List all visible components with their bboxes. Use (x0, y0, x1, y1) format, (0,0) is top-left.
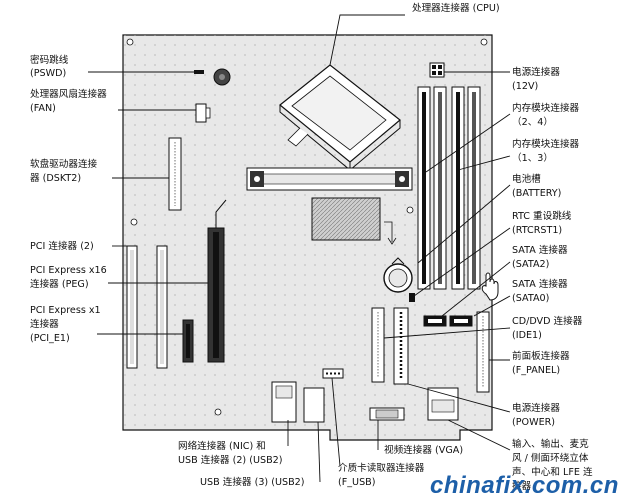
usb3-label: USB 连接器 (3) (USB2) (200, 477, 305, 488)
fusb-label-line1: 介质卡读取器连接器 (338, 463, 425, 474)
pcie-x16-slot (207, 199, 227, 363)
fpanel-label-line1: 前面板连接器 (512, 351, 570, 362)
sata0-label-line1: SATA 连接器 (512, 279, 568, 290)
nic-usb-stack (271, 381, 297, 423)
pcie1-label-line1: PCI Express x1 (30, 305, 101, 316)
cpu-socket (279, 64, 401, 172)
main-power-connector (393, 307, 409, 385)
callout-lines (88, 14, 511, 483)
pswd-label-line2: (PSWD) (30, 68, 67, 79)
pswd-jumper (194, 70, 204, 74)
mem13-label-line2: （1、3） (512, 153, 553, 164)
fan-label-line2: (FAN) (30, 103, 56, 114)
peg-label-line2: 连接器 (PEG) (30, 279, 89, 290)
pswd-label-line1: 密码跳线 (30, 55, 69, 66)
audio-label-line4: 接器 (512, 481, 532, 492)
mem24-label-line2: （2、4） (512, 117, 553, 128)
sata2-label-line2: (SATA2) (512, 259, 550, 270)
front-panel-connector (476, 311, 490, 393)
pci-slots (126, 245, 168, 369)
pcie1-label-line3: (PCI_E1) (30, 333, 70, 344)
cpu-label: 处理器连接器 (CPU) (412, 3, 500, 14)
vga-connector (369, 407, 405, 421)
power-label-line1: 电源连接器 (512, 403, 560, 414)
pcie-x1-slot (182, 319, 194, 363)
rtc-label-line2: (RTCRST1) (512, 225, 563, 236)
audio-label-line3: 声、中心和 LFE 连 (512, 467, 593, 478)
ide-label-line2: (IDE1) (512, 330, 542, 341)
watermark-text: chinafix.com.cn (430, 472, 619, 499)
ide-connector (371, 307, 385, 383)
chipset-heatsink (311, 197, 397, 245)
nic-label-line1: 网络连接器 (NIC) 和 (178, 441, 266, 452)
sata-connectors (423, 315, 473, 327)
dskt-label-line1: 软盘驱动器连接 (30, 159, 98, 170)
fusb-label-line2: (F_USB) (338, 477, 376, 488)
battery-label-line2: (BATTERY) (512, 188, 562, 199)
vga-label: 视频连接器 (VGA) (384, 445, 464, 456)
ide-label-line1: CD/DVD 连接器 (512, 316, 583, 327)
power-label-line2: (POWER) (512, 417, 556, 428)
mem13-label-line1: 内存模块连接器 (512, 139, 580, 150)
buzzer (213, 68, 231, 86)
memory-slots (417, 86, 481, 290)
rtc-jumper (409, 293, 415, 302)
fpanel-label-line2: (F_PANEL) (512, 365, 561, 376)
cpu-retention-bracket (246, 167, 413, 191)
fan-connector (195, 103, 211, 123)
sata0-label-line2: (SATA0) (512, 293, 550, 304)
usb-stack (303, 387, 325, 423)
audio-connectors (427, 387, 459, 421)
fan-label-line1: 处理器风扇连接器 (30, 89, 107, 100)
floppy-connector (168, 137, 182, 211)
dskt-label-line2: 器 (DSKT2) (30, 173, 82, 184)
power12-label-line1: 电源连接器 (512, 67, 560, 78)
battery-label-line1: 电池槽 (512, 174, 541, 185)
touch-point-icon (481, 272, 499, 301)
pcie1-label-line2: 连接器 (30, 319, 59, 330)
rtc-label-line1: RTC 重设跳线 (512, 211, 572, 222)
peg-label-line1: PCI Express x16 (30, 265, 107, 276)
power-12v-connector (429, 62, 445, 78)
audio-label-line2: 风 / 侧面环绕立体 (512, 453, 589, 464)
sata2-label-line1: SATA 连接器 (512, 245, 568, 256)
audio-label-line1: 输入、输出、麦克 (512, 439, 589, 450)
power12-label-line2: (12V) (512, 81, 539, 92)
f-usb-header (322, 368, 344, 379)
nic-label-line2: USB 连接器 (2) (USB2) (178, 455, 283, 466)
mem24-label-line1: 内存模块连接器 (512, 103, 580, 114)
pci-label: PCI 连接器 (2) (30, 241, 94, 252)
battery-socket (383, 257, 413, 293)
